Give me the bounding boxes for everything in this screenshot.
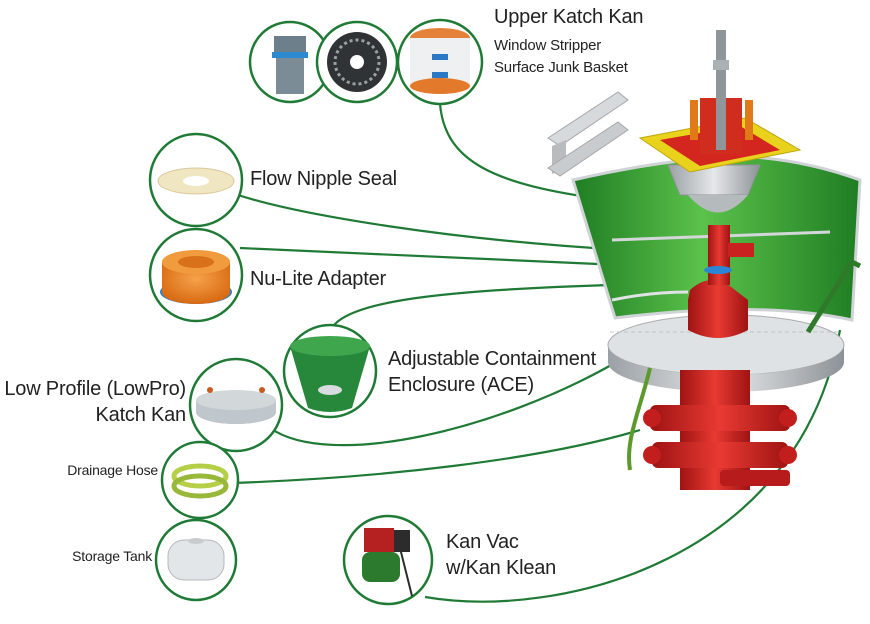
- lowpro-label-line1: Low Profile (LowPro): [4, 378, 186, 400]
- upper-katch-kan-title: Upper Katch Kan: [494, 6, 644, 28]
- wellhead-assembly-illustration: [547, 30, 862, 490]
- window-stripper-label: Window Stripper: [494, 37, 602, 54]
- ace-label-line2: Enclosure (ACE): [388, 374, 534, 396]
- connector-flow-nipple-seal: [237, 193, 626, 252]
- connector-drainage-hose: [231, 428, 641, 485]
- ring-upper-katch-kan-2: [315, 20, 399, 104]
- ace-label-line1: Adjustable Containment: [388, 348, 596, 370]
- kan-vac-label-line1: Kan Vac: [446, 531, 519, 553]
- connector-lines: [231, 103, 842, 603]
- kan-vac-label-line2: w/Kan Klean: [446, 557, 557, 579]
- ring-upper-katch-kan-3: [396, 18, 484, 106]
- ring-nu-lite-adapter: [148, 227, 244, 323]
- drain-hose-illustration: [627, 367, 652, 471]
- connector-kan-vac: [424, 329, 842, 603]
- i-beam-illustration: [547, 91, 629, 177]
- ring-kan-vac: [342, 514, 434, 606]
- connector-nu-lite-adapter: [239, 246, 621, 267]
- connector-upper-katch-kan: [438, 103, 611, 202]
- surface-junk-basket-label: Surface Junk Basket: [494, 59, 628, 76]
- ring-lowpro: [188, 357, 284, 453]
- ring-storage-tank: [154, 518, 238, 602]
- ring-drainage-hose: [160, 440, 240, 520]
- kan-vac-wand-illustration: [805, 258, 862, 334]
- connector-lowpro: [269, 359, 621, 447]
- nu-lite-adapter-label: Nu-Lite Adapter: [250, 268, 386, 290]
- ring-ace: [282, 323, 378, 419]
- bop-stack-illustration: [643, 370, 797, 490]
- ring-flow-nipple-seal: [148, 132, 244, 228]
- red-spool-illustration: [688, 280, 748, 338]
- lowpro-label-line2: Katch Kan: [95, 404, 187, 426]
- storage-tank-label: Storage Tank: [72, 548, 152, 564]
- flow-nipple-seal-label: Flow Nipple Seal: [250, 168, 397, 190]
- ring-upper-katch-kan-1: [248, 20, 332, 104]
- connector-ace: [328, 283, 611, 333]
- drainage-hose-label: Drainage Hose: [67, 462, 158, 478]
